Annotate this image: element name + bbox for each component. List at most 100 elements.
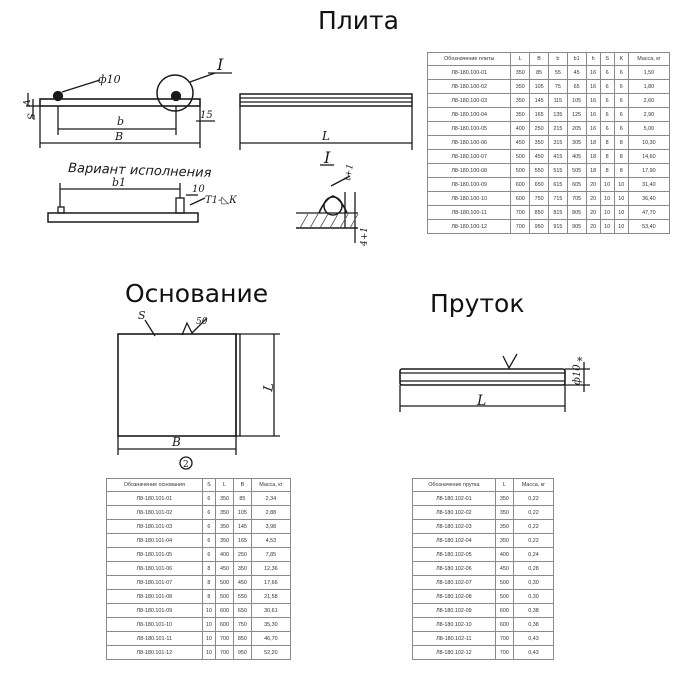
plate-table-cell: 10	[599, 205, 615, 220]
label-t1: t+1	[343, 163, 356, 181]
plate-table-cell: 8	[599, 149, 615, 164]
base-table-cell: 6	[201, 533, 217, 548]
plate-table-cell: 10	[599, 219, 615, 234]
plate-table-cell: 16	[585, 107, 601, 122]
base-table-cell: 6	[201, 519, 217, 534]
label-10: 10	[192, 184, 205, 195]
base-table-cell: 3,98	[250, 519, 292, 534]
plate-table-cell: 18	[585, 135, 601, 150]
plate-table-header-cell: B	[529, 52, 549, 66]
plate-table-cell: 6	[599, 121, 615, 136]
base-label-L: L	[261, 382, 277, 394]
plate-table-cell: 815	[547, 205, 568, 220]
plate-table-header-cell: L	[510, 52, 531, 66]
base-table-cell: Л8-180.101-08	[106, 589, 203, 604]
plate-table-cell: 6	[613, 93, 629, 108]
plate-table-cell: 350	[510, 107, 531, 122]
base-table-cell: Л8-180.101-05	[106, 547, 203, 562]
plate-table-cell: 400	[510, 121, 531, 136]
plate-table-cell: 950	[529, 219, 549, 234]
plate-table-cell: 17,90	[627, 163, 671, 178]
rod-table-cell: 450	[494, 561, 515, 576]
base-table-cell: 8	[201, 575, 217, 590]
base-table-cell: 46,70	[250, 631, 292, 646]
plate-table-cell: Л8-180.100-01	[426, 65, 512, 80]
plate-table-cell: 16	[585, 121, 601, 136]
base-label-num: 2	[183, 460, 189, 470]
rod-table-cell: Л8-180.102-11	[412, 631, 496, 646]
base-table-cell: 250	[232, 547, 252, 562]
base-table-cell: 17,66	[250, 575, 292, 590]
base-title: Основание	[125, 279, 269, 308]
plate-table-cell: 16	[585, 93, 601, 108]
rod-table-header-cell: Обозначение прутка	[412, 478, 496, 492]
base-table-cell: 6	[201, 505, 217, 520]
rod-table-cell: Л8-180.102-05	[412, 547, 496, 562]
label-callout-I: I	[216, 55, 224, 74]
plate-table-cell: 10	[613, 177, 629, 192]
plate-table-cell: 6	[599, 79, 615, 94]
plate-table-header-cell: K	[613, 52, 629, 66]
plate-table-cell: 8	[613, 163, 629, 178]
rod-table-cell: Л8-180.102-03	[412, 519, 496, 534]
label-weld: Т1-◺К	[205, 195, 237, 206]
plate-table-cell: 18	[585, 163, 601, 178]
base-table-cell: 450	[232, 575, 252, 590]
base-table-cell: 350	[232, 561, 252, 576]
plate-table-cell: 47,70	[627, 205, 671, 220]
plate-table-cell: 10	[613, 219, 629, 234]
base-table-cell: 6	[201, 491, 217, 506]
rod-table-cell: 500	[494, 575, 515, 590]
base-table-cell: 7,85	[250, 547, 292, 562]
base-table-cell: 400	[215, 547, 234, 562]
base-table-cell: 350	[215, 505, 234, 520]
plate-table-cell: 705	[566, 191, 587, 206]
base-table-cell: 12,36	[250, 561, 292, 576]
plate-table-cell: Л8-180.100-05	[426, 121, 512, 136]
rod-table-cell: 0,24	[513, 547, 554, 562]
rod-table-cell: 0,38	[513, 603, 554, 618]
plate-table-cell: 31,40	[627, 177, 671, 192]
plate-table-header-cell: S	[599, 52, 615, 66]
plate-table-header-cell: Масса, кг	[627, 52, 671, 66]
base-table-cell: 85	[232, 491, 252, 506]
plate-table-cell: 350	[510, 65, 531, 80]
base-table-header-cell: L	[215, 478, 234, 492]
base-table-cell: 30,61	[250, 603, 292, 618]
plate-table-cell: 505	[566, 163, 587, 178]
plate-table-cell: 8	[599, 135, 615, 150]
base-table-cell: 750	[232, 617, 252, 632]
rod-table-cell: 350	[494, 491, 515, 506]
plate-table-cell: 135	[547, 107, 568, 122]
base-table-cell: 105	[232, 505, 252, 520]
plate-table-header-cell: b	[547, 52, 568, 66]
base-table-cell: Л8-180.101-06	[106, 561, 203, 576]
plate-table-cell: Л8-180.100-04	[426, 107, 512, 122]
plate-table-cell: 8	[613, 149, 629, 164]
plate-table-cell: 10	[613, 191, 629, 206]
plate-table-cell: 500	[510, 149, 531, 164]
base-table-cell: 650	[232, 603, 252, 618]
rod-table-cell: Л8-180.102-07	[412, 575, 496, 590]
plate-table-cell: 215	[547, 121, 568, 136]
base-table-header-cell: Обозначение основания	[106, 478, 203, 492]
rod-label-L: L	[476, 393, 486, 409]
